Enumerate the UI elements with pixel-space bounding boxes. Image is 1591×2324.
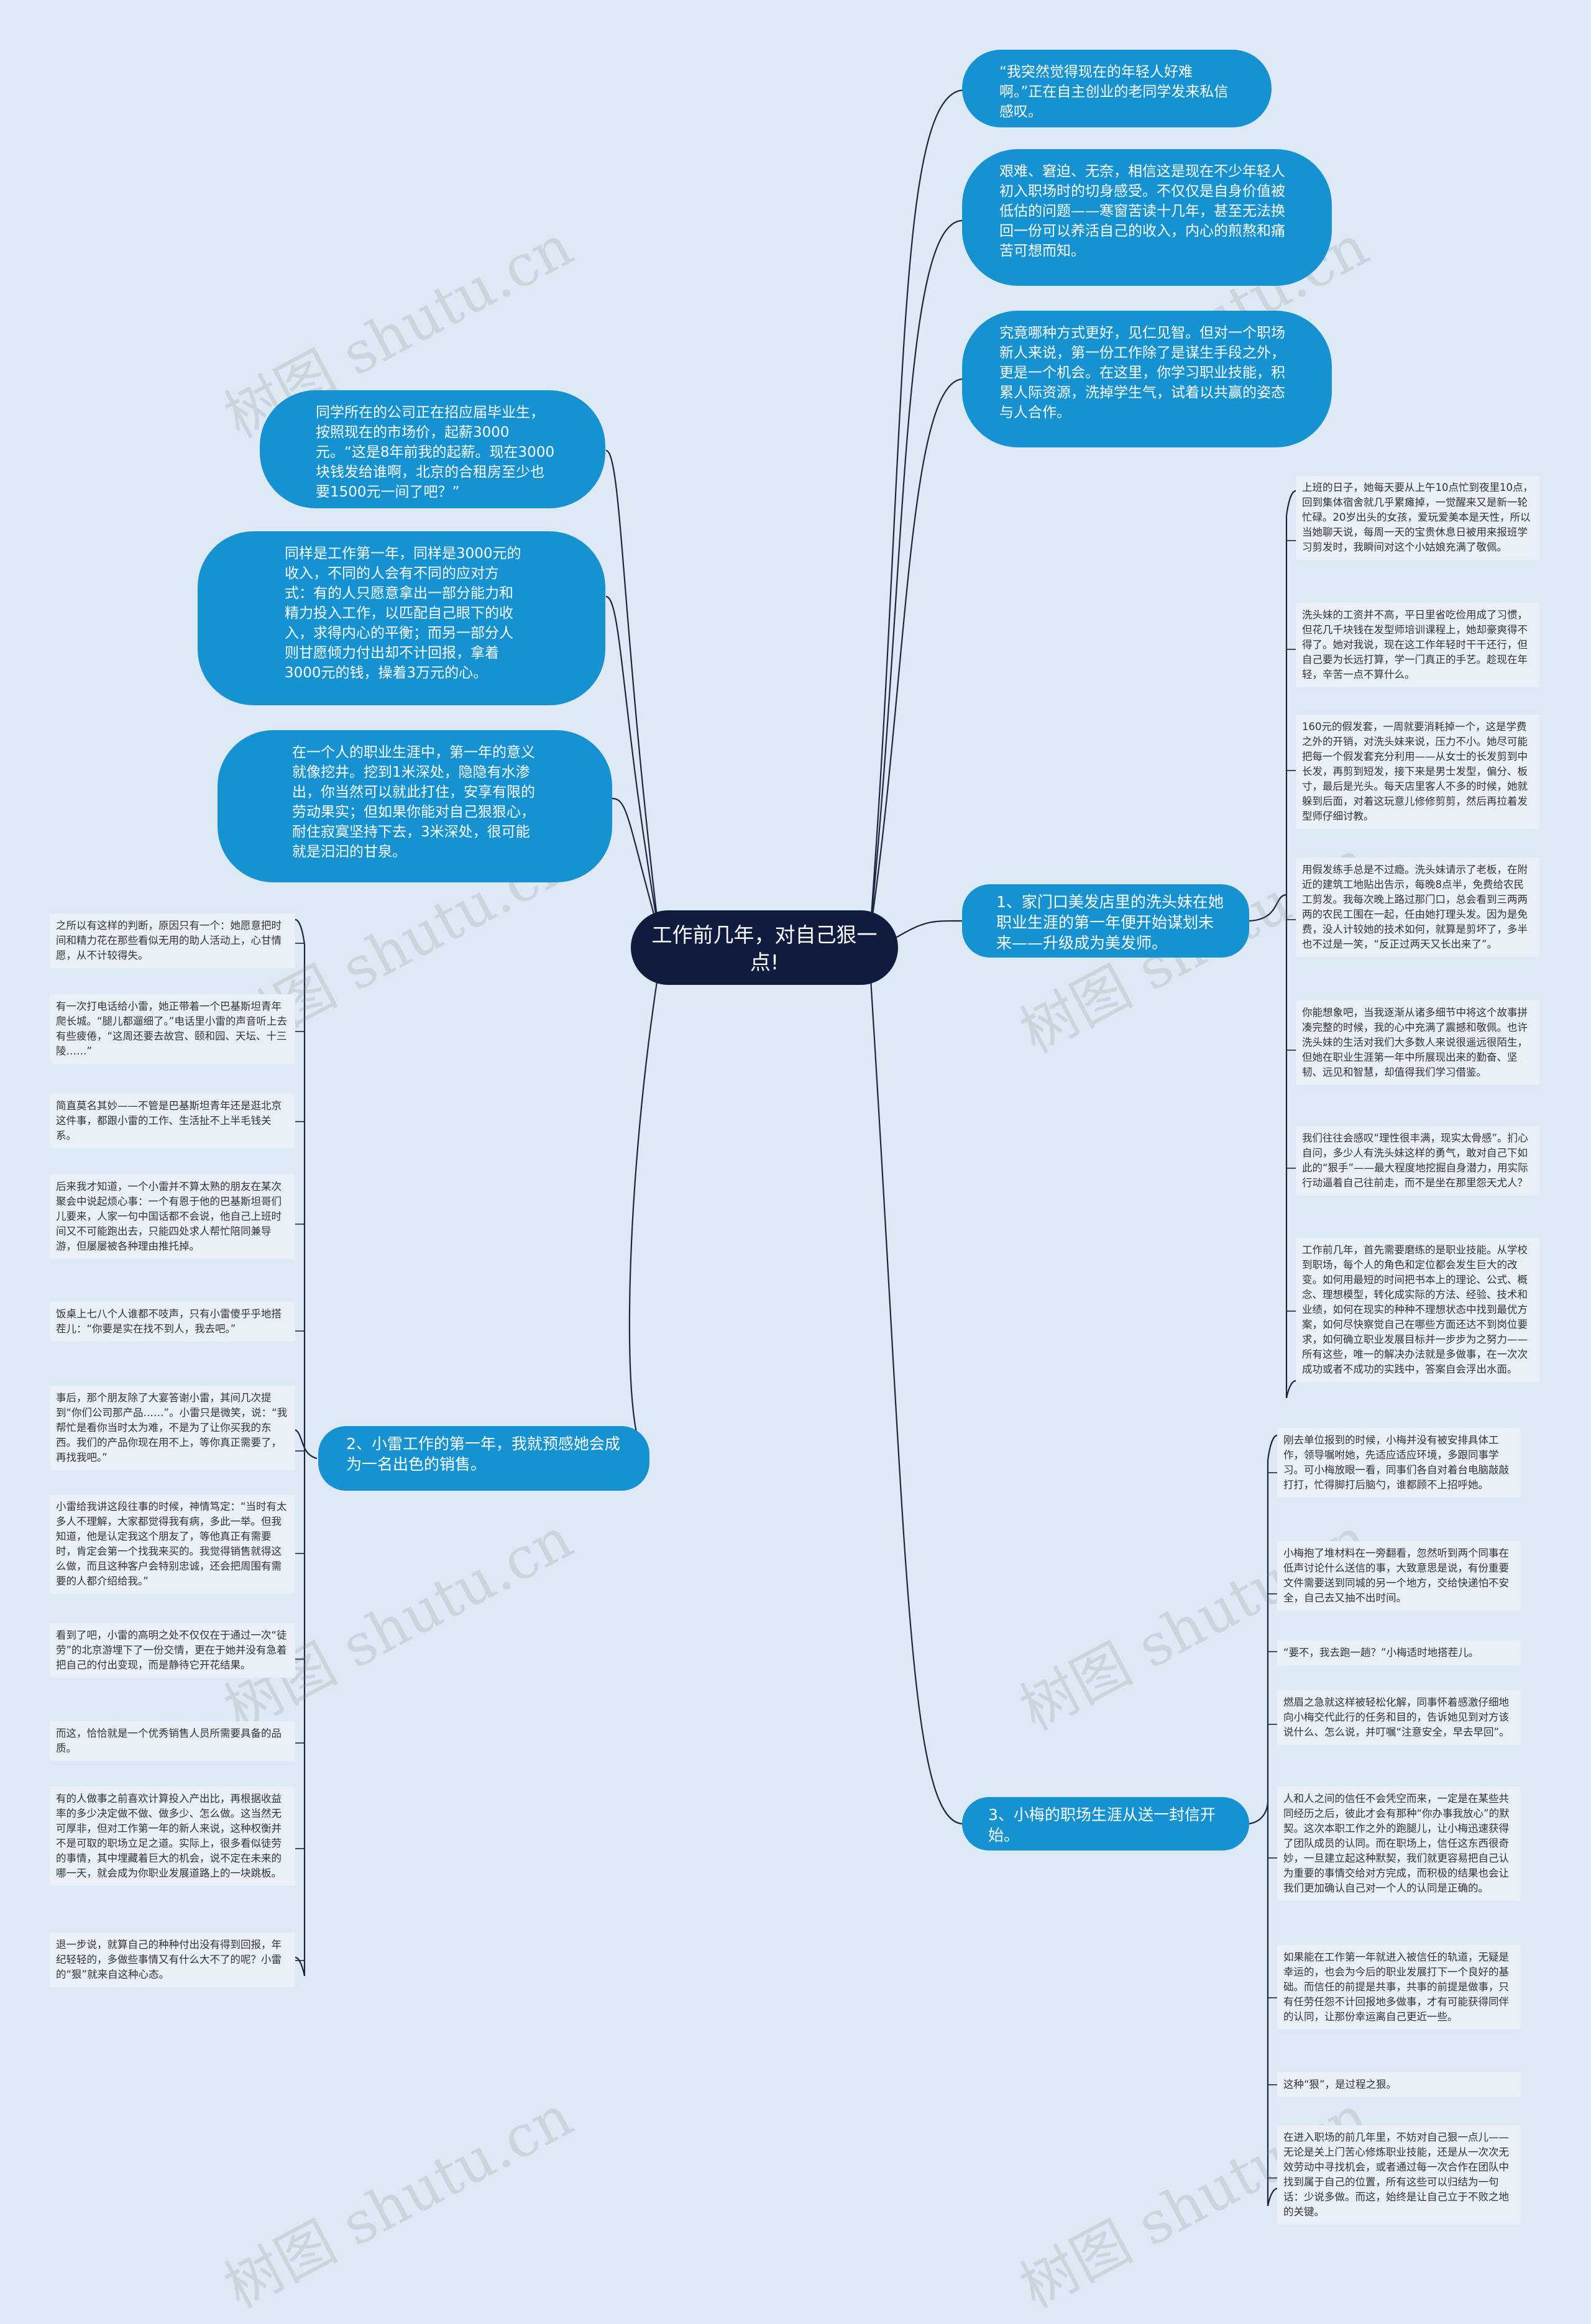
connector-lines bbox=[291, 89, 1296, 2207]
branch-2[interactable]: 2、小雷工作的第一年，我就预感她会成为一名出色的销售。 bbox=[318, 1426, 649, 1491]
b3-leaf-6[interactable]: 如果能在工作第一年就进入被信任的轨道，无疑是幸运的，也会为今后的职业发展打下一个… bbox=[1277, 1945, 1521, 2029]
b3-leaf-2[interactable]: 小梅抱了堆材料在一旁翻看，忽然听到两个同事在低声讨论什么送信的事，大致意思是说，… bbox=[1277, 1541, 1521, 1611]
b2-leaf-6[interactable]: 事后，那个朋友除了大宴答谢小雷，其间几次提到“你们公司那产品……”。小雷只是微笑… bbox=[50, 1386, 295, 1470]
left-bubble-2[interactable]: 同样是工作第一年，同样是3000元的收入，不同的人会有不同的应对方式：有的人只愿… bbox=[198, 531, 605, 705]
b2-leaf-7[interactable]: 小雷给我讲这段往事的时候，神情笃定：“当时有太多人不理解，大家都觉得我有病，多此… bbox=[50, 1494, 295, 1594]
b1-leaf-3[interactable]: 160元的假发套，一周就要消耗掉一个，这是学费之外的开销，对洗头妹来说，压力不小… bbox=[1296, 715, 1539, 829]
b1-leaf-7[interactable]: 工作前几年，首先需要磨练的是职业技能。从学校到职场，每个人的角色和定位都会发生巨… bbox=[1296, 1238, 1539, 1382]
b2-leaf-4[interactable]: 后来我才知道，一个小雷并不算太熟的朋友在某次聚会中说起烦心事：一个有恩于他的巴基… bbox=[50, 1174, 295, 1259]
b3-leaf-7[interactable]: 这种“狠”，是过程之狠。 bbox=[1277, 2072, 1521, 2097]
central-topic[interactable]: 工作前几年，对自己狠一点! bbox=[631, 910, 898, 985]
b3-leaf-5[interactable]: 人和人之间的信任不会凭空而来，一定是在某些共同经历之后，彼此才会有那种“你办事我… bbox=[1277, 1786, 1521, 1901]
b1-leaf-5[interactable]: 你能想象吧，当我逐渐从诸多细节中将这个故事拼凑完整的时候，我的心中充满了震撼和敬… bbox=[1296, 1000, 1539, 1085]
b2-leaf-3[interactable]: 简直莫名其妙——不管是巴基斯坦青年还是逛北京这件事，都跟小雷的工作、生活扯不上半… bbox=[50, 1094, 295, 1148]
right-bubble-2[interactable]: 艰难、窘迫、无奈，相信这是现在不少年轻人初入职场时的切身感受。不仅仅是自身价值被… bbox=[962, 149, 1332, 286]
branch-3[interactable]: 3、小梅的职场生涯从送一封信开始。 bbox=[962, 1797, 1249, 1851]
b2-leaf-9[interactable]: 而这，恰恰就是一个优秀销售人员所需要具备的品质。 bbox=[50, 1721, 295, 1761]
b2-leaf-10[interactable]: 有的人做事之前喜欢计算投入产出比，再根据收益率的多少决定做不做、做多少、怎么做。… bbox=[50, 1786, 295, 1886]
right-bubble-1[interactable]: “我突然觉得现在的年轻人好难啊。”正在自主创业的老同学发来私信感叹。 bbox=[962, 50, 1272, 127]
b2-leaf-1[interactable]: 之所以有这样的判断，原因只有一个：她愿意把时间和精力花在那些看似无用的助人活动上… bbox=[50, 913, 295, 968]
b1-leaf-6[interactable]: 我们往往会感叹“理性很丰满，现实太骨感”。扪心自问，多少人有洗头妹这样的勇气，敢… bbox=[1296, 1126, 1539, 1196]
left-bubble-3[interactable]: 在一个人的职业生涯中，第一年的意义就像挖井。挖到1米深处，隐隐有水渗出，你当然可… bbox=[218, 730, 612, 882]
b3-leaf-8[interactable]: 在进入职场的前几年里，不妨对自己狠一点儿——无论是关上门苦心修炼职业技能，还是从… bbox=[1277, 2125, 1521, 2225]
b2-leaf-5[interactable]: 饭桌上七八个人谁都不吱声，只有小雷傻乎乎地搭茬儿：“你要是实在找不到人，我去吧。… bbox=[50, 1302, 295, 1342]
branch-1[interactable]: 1、家门口美发店里的洗头妹在她职业生涯的第一年便开始谋划未来——升级成为美发师。 bbox=[962, 884, 1249, 958]
b1-leaf-1[interactable]: 上班的日子，她每天要从上午10点忙到夜里10点，回到集体宿舍就几乎累瘫掉，一觉醒… bbox=[1296, 475, 1539, 560]
b1-leaf-4[interactable]: 用假发练手总是不过瘾。洗头妹请示了老板，在附近的建筑工地贴出告示，每晚8点半，免… bbox=[1296, 858, 1539, 957]
right-bubble-3[interactable]: 究竟哪种方式更好，见仁见智。但对一个职场新人来说，第一份工作除了是谋生手段之外，… bbox=[962, 311, 1332, 447]
left-bubble-1[interactable]: 同学所在的公司正在招应届毕业生，按照现在的市场价，起薪3000元。“这是8年前我… bbox=[260, 390, 605, 508]
b2-leaf-2[interactable]: 有一次打电话给小雷，她正带着一个巴基斯坦青年爬长城。“腿儿都遛细了。”电话里小雷… bbox=[50, 994, 295, 1064]
b3-leaf-3[interactable]: “要不，我去跑一趟？”小梅适时地搭茬儿。 bbox=[1277, 1640, 1521, 1665]
b3-leaf-4[interactable]: 燃眉之急就这样被轻松化解，同事怀着感激仔细地向小梅交代此行的任务和目的，告诉她见… bbox=[1277, 1690, 1521, 1745]
b2-leaf-11[interactable]: 退一步说，就算自己的种种付出没有得到回报，年纪轻轻的，多做些事情又有什么大不了的… bbox=[50, 1933, 295, 1987]
b2-leaf-8[interactable]: 看到了吧，小雷的高明之处不仅仅在于通过一次“徒劳”的北京游埋下了一份交情，更在于… bbox=[50, 1623, 295, 1678]
b3-leaf-1[interactable]: 刚去单位报到的时候，小梅并没有被安排具体工作，领导嘱咐她，先适应适应环境，多跟同… bbox=[1277, 1428, 1521, 1498]
b1-leaf-2[interactable]: 洗头妹的工资并不高，平日里省吃俭用成了习惯，但花几千块钱在发型师培训课程上，她却… bbox=[1296, 603, 1539, 687]
